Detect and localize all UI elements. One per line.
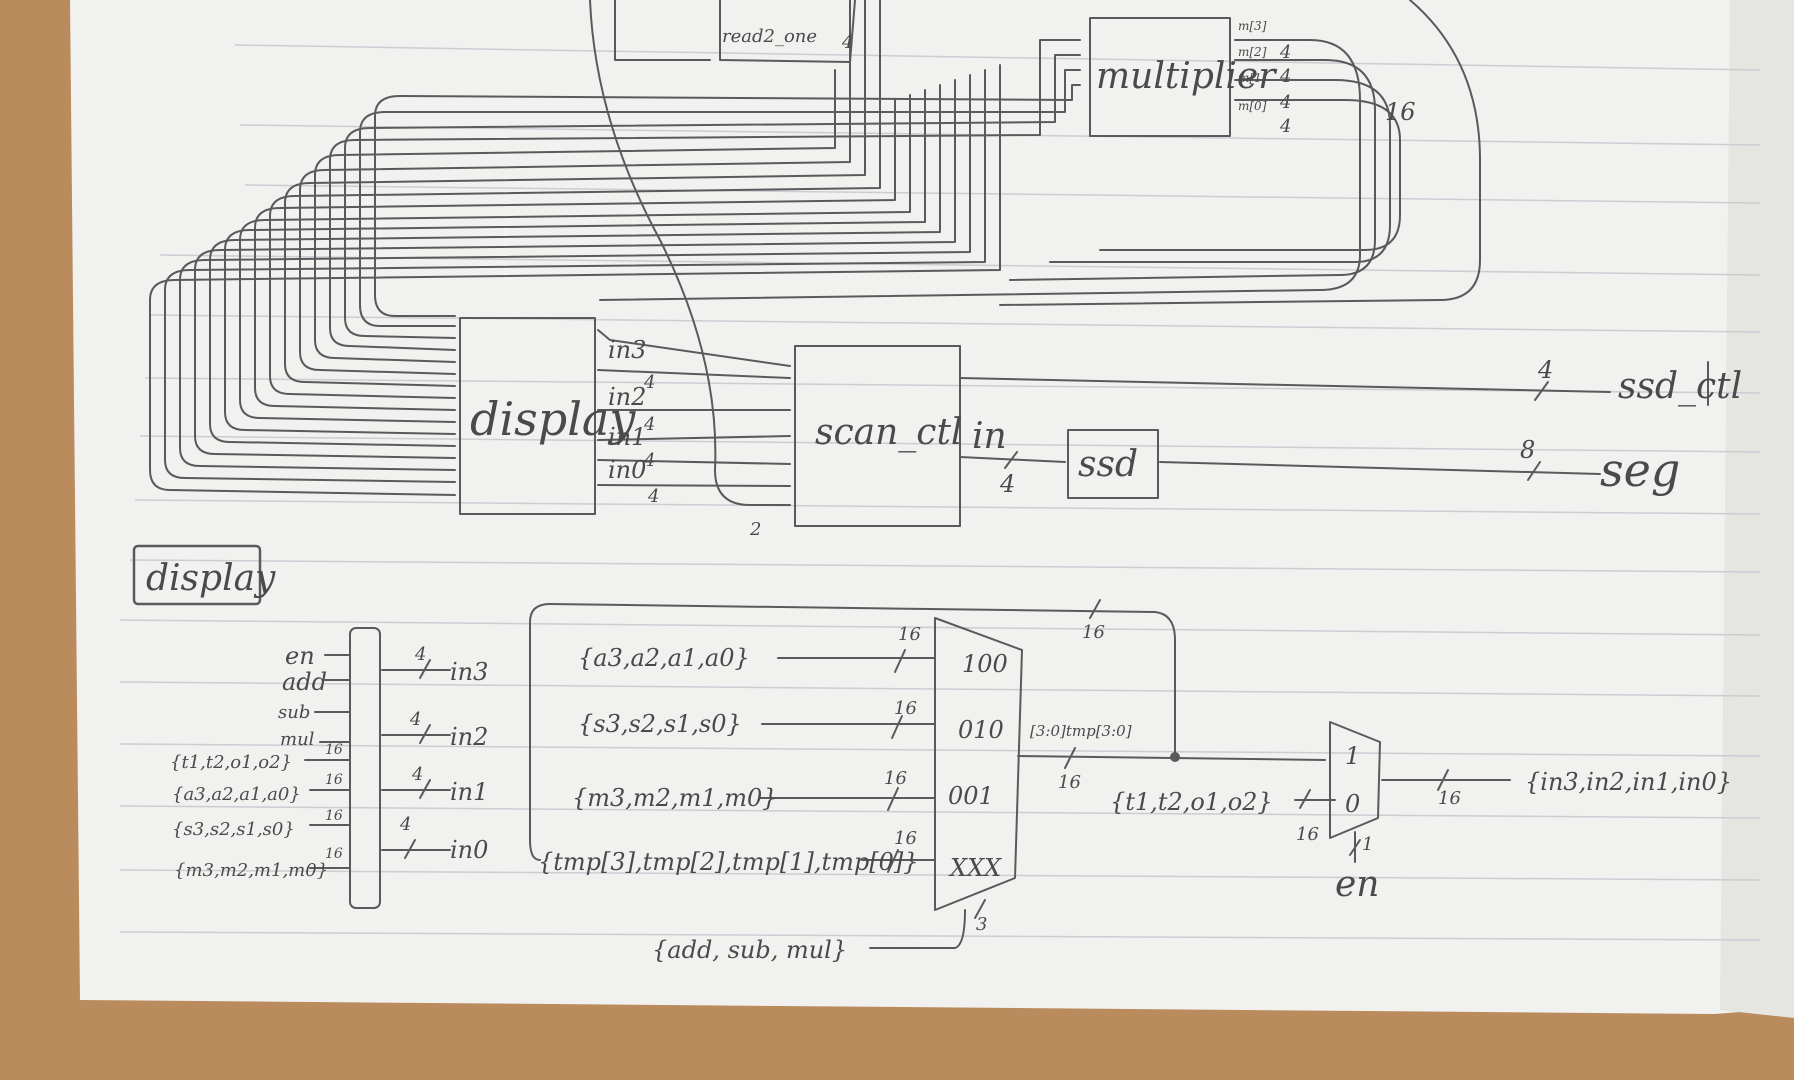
mux-2to1 — [1329, 721, 1381, 839]
t-width: 16 — [1296, 824, 1319, 845]
out-label: {in3,in2,in1,in0} — [1525, 768, 1732, 796]
select-label: {add, sub, mul} — [652, 936, 847, 964]
out-in0: in0 — [450, 836, 488, 864]
sel-width: 3 — [976, 914, 987, 935]
section-title-box — [132, 544, 262, 606]
mult-out-3: m[3] — [1238, 19, 1267, 33]
disp-width-2: 4 — [643, 450, 655, 471]
in-width-2: 16 — [325, 808, 343, 824]
in-width-3: 16 — [325, 846, 343, 862]
mult-out-2: m[2] — [1238, 45, 1267, 59]
disp-width-0: 4 — [643, 372, 655, 393]
in-t: {t1,t2,o1,o2} — [170, 752, 292, 773]
ssd-label: ssd — [1078, 444, 1138, 485]
read-label: read2_one — [722, 26, 817, 47]
disp-out-in3: in3 — [608, 336, 646, 364]
disp-width-3: 4 — [647, 486, 659, 507]
read-width: 4 — [841, 32, 853, 53]
out-in2: in2 — [450, 723, 488, 751]
out-width-1: 4 — [409, 709, 421, 730]
out-width-0: 4 — [414, 644, 426, 665]
top-circuit — [149, 0, 1709, 527]
multiplier-block — [1089, 17, 1231, 137]
multiplier-label: multiplier — [1096, 56, 1277, 97]
seg-width: 8 — [1520, 436, 1535, 464]
disp-out-in1: in1 — [608, 423, 646, 451]
detail-display-block — [349, 627, 381, 909]
ruled-lines — [119, 44, 1761, 941]
mux-code-010: 010 — [958, 716, 1004, 744]
in-en: en — [285, 642, 315, 670]
mult-width-3: 4 — [1279, 116, 1291, 137]
scan-ctl-block — [794, 345, 961, 527]
w16-m: 16 — [884, 768, 907, 789]
out-width-2: 4 — [411, 764, 423, 785]
seg-label: seg — [1600, 443, 1680, 497]
scan-in-width: 4 — [999, 470, 1015, 498]
mult-width-0: 4 — [1279, 42, 1291, 63]
mux2-1: 1 — [1345, 742, 1360, 770]
read-block-outline — [614, 0, 711, 61]
en-width: 1 — [1362, 834, 1373, 855]
in-sub: sub — [278, 702, 310, 723]
tmp-label: [3:0]tmp[3:0] — [1030, 722, 1132, 740]
bus-width-16: 16 — [1385, 98, 1416, 126]
page-edge — [1720, 0, 1794, 1018]
w16-a: 16 — [898, 624, 921, 645]
mux-in-tmp: {tmp[3],tmp[2],tmp[1],tmp[0]} — [538, 848, 918, 876]
disp-width-1: 4 — [643, 414, 655, 435]
ssd-block — [1067, 429, 1159, 499]
detail-circuit — [304, 599, 1511, 949]
in-a: {a3,a2,a1,a0} — [172, 784, 301, 805]
mux-in-s: {s3,s2,s1,s0} — [578, 710, 742, 738]
in-add: add — [282, 668, 327, 696]
in-m: {m3,m2,m1,m0} — [174, 860, 328, 881]
mux-code-001: 001 — [948, 782, 994, 810]
scan-two: 2 — [749, 519, 761, 540]
mux-in-m: {m3,m2,m1,m0} — [572, 784, 778, 812]
out-in1: in1 — [450, 778, 488, 806]
mult-out-0: m[0] — [1238, 99, 1267, 113]
scan-ctl-label: scan_ctl — [815, 412, 962, 453]
mult-width-2: 4 — [1279, 92, 1291, 113]
mux-code-xxx: XXX — [948, 854, 1002, 882]
en-label: en — [1335, 864, 1380, 905]
read-block-outline-2 — [719, 0, 856, 63]
ssd-ctl-width: 4 — [1537, 356, 1553, 384]
scan-in-label: in — [972, 416, 1007, 457]
mux-code-100: 100 — [962, 650, 1008, 678]
in-width-0: 16 — [325, 742, 343, 758]
out-width: 16 — [1438, 788, 1461, 809]
mux-in-a: {a3,a2,a1,a0} — [578, 644, 750, 672]
w16-s: 16 — [894, 698, 917, 719]
out-in3: in3 — [450, 658, 488, 686]
section-title: display — [146, 558, 276, 599]
mux-4to1 — [934, 617, 1023, 911]
in-width-1: 16 — [325, 772, 343, 788]
w16-loop: 16 — [1082, 622, 1105, 643]
mult-width-1: 4 — [1279, 66, 1291, 87]
mult-out-1: m[1] — [1238, 71, 1267, 85]
disp-out-in2: in2 — [608, 383, 646, 411]
in-mul: mul — [280, 729, 315, 750]
display-label: display — [470, 392, 636, 446]
t-label: {t1,t2,o1,o2} — [1110, 788, 1273, 816]
out-width-3: 4 — [399, 814, 411, 835]
w16-t: 16 — [894, 828, 917, 849]
mux2-0: 0 — [1345, 790, 1360, 818]
in-s: {s3,s2,s1,s0} — [172, 819, 295, 840]
ssd-ctl-label: ssd_ctl — [1618, 366, 1742, 407]
tmp-width: 16 — [1058, 772, 1081, 793]
disp-out-in0: in0 — [608, 456, 646, 484]
display-block — [459, 317, 596, 515]
